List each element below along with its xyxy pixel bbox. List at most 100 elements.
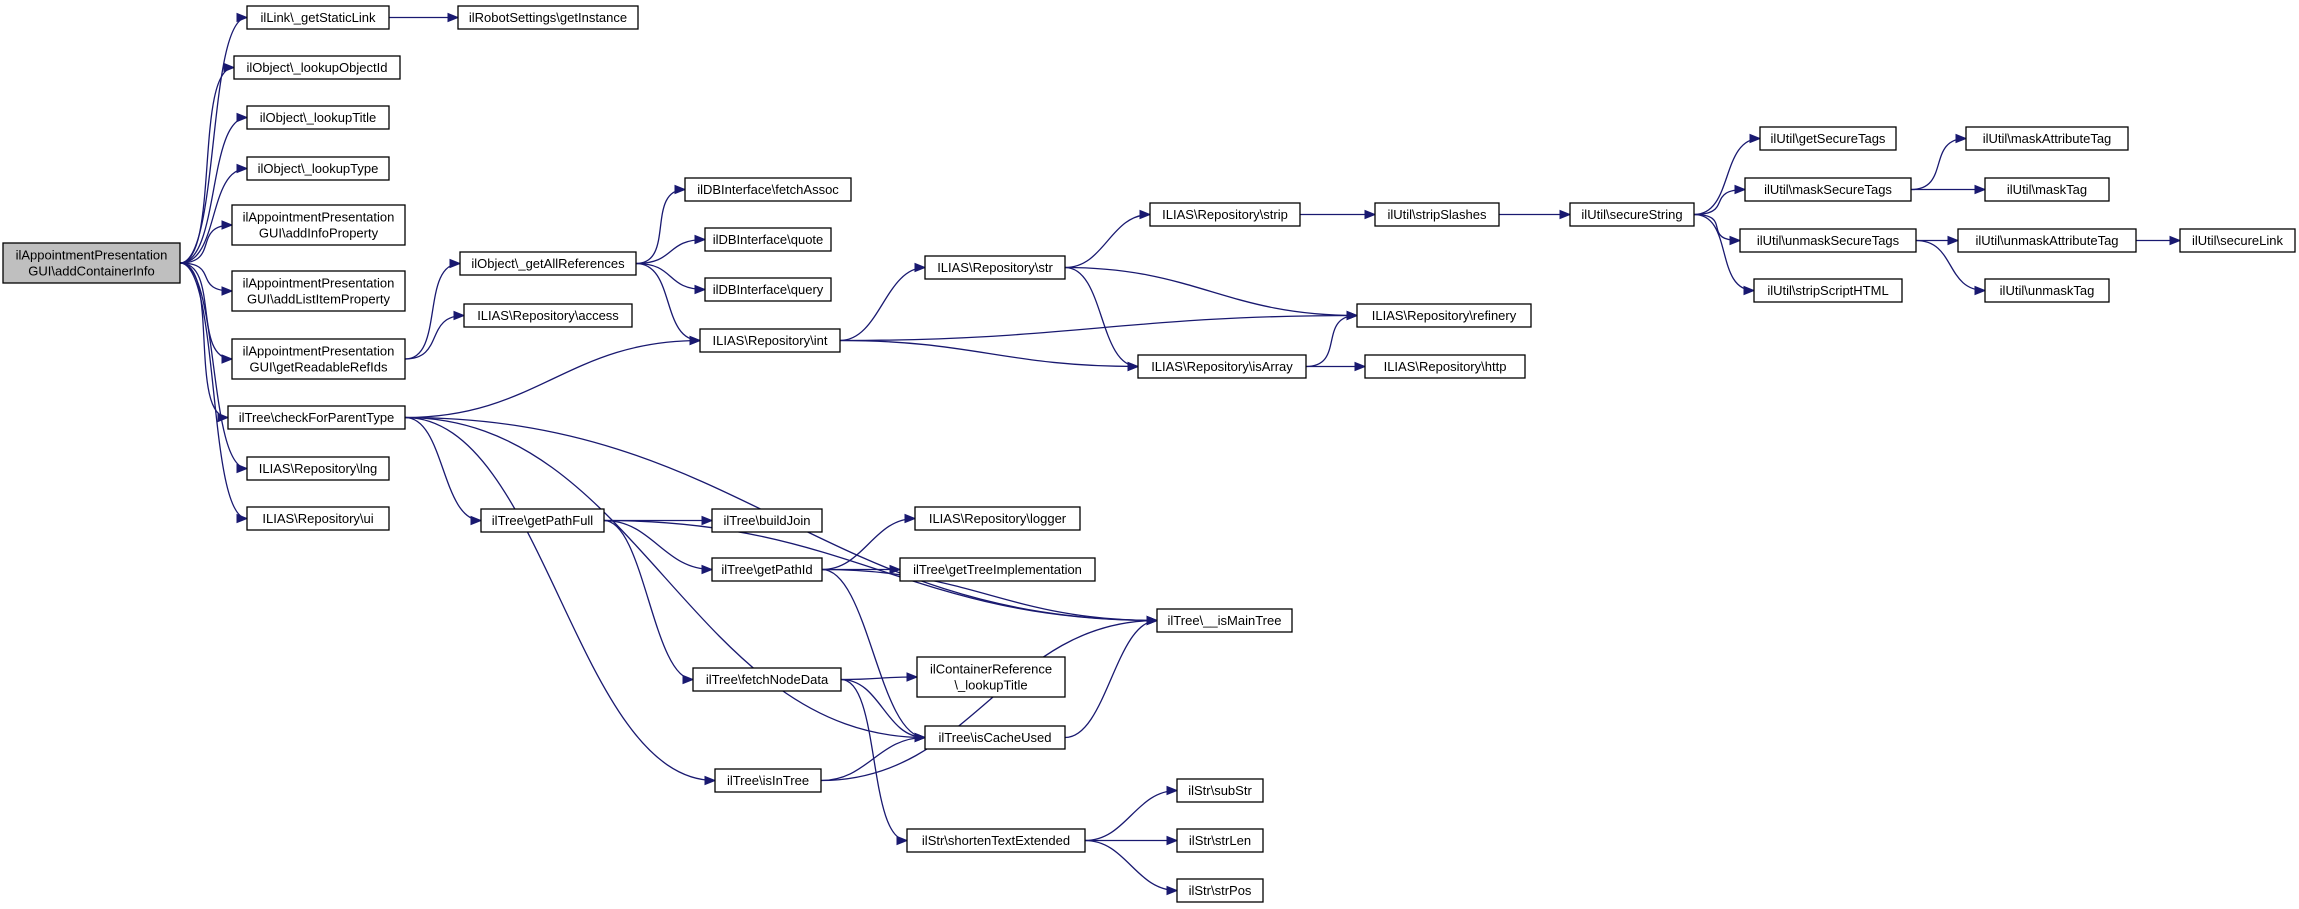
node-label: ilTree\checkForParentType [239,410,395,425]
node-box [1137,354,1307,379]
node-il-object-get-all-references[interactable]: ilObject\_getAllReferences [459,251,637,276]
node-il-tree-get-path-id[interactable]: ilTree\getPathId [711,557,823,582]
node-label: ilTree\isInTree [727,773,809,788]
node-il-tree-fetch-node-data[interactable]: ilTree\fetchNodeData [692,667,842,692]
edge-n45-to-n44 [1084,785,1179,842]
arrowhead-icon [1559,209,1572,220]
node-il-tree-get-tree-implementation[interactable]: ilTree\getTreeImplementation [899,557,1096,582]
node-ilias-repository-ui[interactable]: ILIAS\Repository\ui [246,506,390,531]
node-il-str-sub-str[interactable]: ilStr\subStr [1176,778,1264,803]
node-ilias-repository-lng[interactable]: ILIAS\Repository\lng [246,456,390,481]
arrowhead-icon [674,184,687,195]
node-il-tree-check-for-parent-type[interactable]: ilTree\checkForParentType [227,405,406,430]
node-il-util-mask-secure-tags[interactable]: ilUtil\maskSecureTags [1744,177,1912,202]
node-box [906,828,1086,853]
node-il-util-mask-attribute-tag[interactable]: ilUtil\maskAttributeTag [1965,126,2129,151]
node-box [227,405,406,430]
node-label: ILIAS\Repository\logger [929,511,1067,526]
node-box [899,557,1096,582]
node-label: ilLink\_getStaticLink [261,10,376,25]
node-label: ilObject\_getAllReferences [471,256,625,271]
edge-n40-to-n45 [840,678,909,846]
node-il-util-strip-script-html[interactable]: ilUtil\stripScriptHTML [1753,278,1903,303]
edge-root-to-n4 [179,112,249,264]
node-il-util-secure-string[interactable]: ilUtil\secureString [1569,202,1695,227]
edge-n12-to-n14 [635,184,687,265]
node-label: ilTree\isCacheUsed [939,730,1052,745]
edge-n23-to-n25 [1910,184,1987,195]
node-ilias-repository-logger[interactable]: ILIAS\Repository\logger [914,506,1081,531]
node-ilias-repository-strip[interactable]: ILIAS\Repository\strip [1149,202,1301,227]
node-il-tree-is-main-tree[interactable]: ilTree\__isMainTree [1156,608,1293,633]
arrowhead-icon [1166,785,1179,796]
node-ilias-repository-int[interactable]: ILIAS\Repository\int [699,328,841,353]
node-ilias-repository-str[interactable]: ILIAS\Repository\str [924,255,1066,280]
node-il-util-unmask-attribute-tag[interactable]: ilUtil\unmaskAttributeTag [1957,228,2137,253]
node-il-object-lookup-type[interactable]: ilObject\_lookupType [246,156,390,181]
arrowhead-icon [221,286,234,296]
node-label: ilUtil\unmaskSecureTags [1757,233,1900,248]
node-il-util-secure-link[interactable]: ilUtil\secureLink [2179,228,2296,253]
node-il-dbinterface-query[interactable]: ilDBInterface\query [704,277,832,302]
node-il-util-get-secure-tags[interactable]: ilUtil\getSecureTags [1759,126,1897,151]
node-il-object-lookup-object-id[interactable]: ilObject\_lookupObjectId [233,55,401,80]
node-il-str-str-pos[interactable]: ilStr\strPos [1176,878,1264,903]
edge-n20-to-n21 [1498,209,1572,220]
arrowhead-icon [889,564,902,575]
node-il-dbinterface-quote[interactable]: ilDBInterface\quote [704,227,832,252]
node-box [233,55,401,80]
nodes-layer: ilAppointmentPresentationGUI\addContaine… [2,5,2296,903]
node-il-util-strip-slashes[interactable]: ilUtil\stripSlashes [1374,202,1500,227]
edge-n45-to-n46 [1085,835,1179,846]
node-il-container-reference-lookup-title[interactable]: ilContainerReference\_lookupTitle [916,656,1066,698]
node-il-appointment-presentation-gui-add-info-property[interactable]: ilAppointmentPresentationGUI\addInfoProp… [231,204,406,246]
edge-n21-to-n26 [1693,213,1742,246]
edge-n21-to-n23 [1693,184,1747,216]
node-label: ilStr\strLen [1189,833,1251,848]
node-il-tree-build-join[interactable]: ilTree\buildJoin [711,508,823,533]
node-label: ilObject\_lookupType [258,161,379,176]
arrowhead-icon [1729,235,1742,246]
node-il-dbinterface-fetch-assoc[interactable]: ilDBInterface\fetchAssoc [684,177,852,202]
node-il-appointment-presentation-gui-add-container-info[interactable]: ilAppointmentPresentationGUI\addContaine… [2,242,181,284]
node-ilias-repository-refinery[interactable]: ILIAS\Repository\refinery [1356,303,1532,328]
node-box [1356,303,1532,328]
node-il-util-unmask-secure-tags[interactable]: ilUtil\unmaskSecureTags [1739,228,1917,253]
node-label: GUI\addListItemProperty [247,292,391,307]
node-box [1759,126,1897,151]
node-box [1957,228,2137,253]
node-il-tree-is-in-tree[interactable]: ilTree\isInTree [714,768,822,793]
node-il-tree-is-cache-used[interactable]: ilTree\isCacheUsed [924,725,1066,750]
node-ilias-repository-access[interactable]: ILIAS\Repository\access [463,303,633,328]
node-il-tree-get-path-full[interactable]: ilTree\getPathFull [480,508,605,533]
node-label: GUI\addInfoProperty [259,226,379,241]
edge-n12-to-n15 [635,234,707,265]
edge-n26-to-n30 [1915,239,1987,296]
node-label: ILIAS\Repository\str [937,260,1053,275]
node-box [699,328,841,353]
node-box [480,508,605,533]
node-ilias-repository-is-array[interactable]: ILIAS\Repository\isArray [1137,354,1307,379]
node-label: ilStr\subStr [1188,783,1252,798]
arrowhead-icon [1743,285,1756,296]
node-il-object-lookup-title[interactable]: ilObject\_lookupTitle [246,105,390,130]
arrowhead-icon [1166,885,1179,896]
arrowhead-icon [1734,184,1747,195]
arrowhead-icon [701,515,714,526]
arrowhead-icon [1166,835,1179,846]
node-box [246,156,390,181]
node-ilias-repository-http[interactable]: ILIAS\Repository\http [1364,354,1526,379]
node-il-appointment-presentation-gui-add-list-item-property[interactable]: ilAppointmentPresentationGUI\addListItem… [231,270,406,312]
node-box [711,508,823,533]
node-il-util-unmask-tag[interactable]: ilUtil\unmaskTag [1984,278,2110,303]
arrowhead-icon [221,220,234,230]
node-box [457,5,639,30]
node-il-appointment-presentation-gui-get-readable-ref-ids[interactable]: ilAppointmentPresentationGUI\getReadable… [231,338,406,380]
node-il-robot-settings-get-instance[interactable]: ilRobotSettings\getInstance [457,5,639,30]
node-label: ilTree\getTreeImplementation [913,562,1082,577]
node-il-str-str-len[interactable]: ilStr\strLen [1176,828,1264,853]
node-il-str-shorten-text-extended[interactable]: ilStr\shortenTextExtended [906,828,1086,853]
node-label: ilDBInterface\query [713,282,824,297]
node-il-link-get-static-link[interactable]: ilLink\_getStaticLink [246,5,390,30]
node-il-util-mask-tag[interactable]: ilUtil\maskTag [1984,177,2110,202]
